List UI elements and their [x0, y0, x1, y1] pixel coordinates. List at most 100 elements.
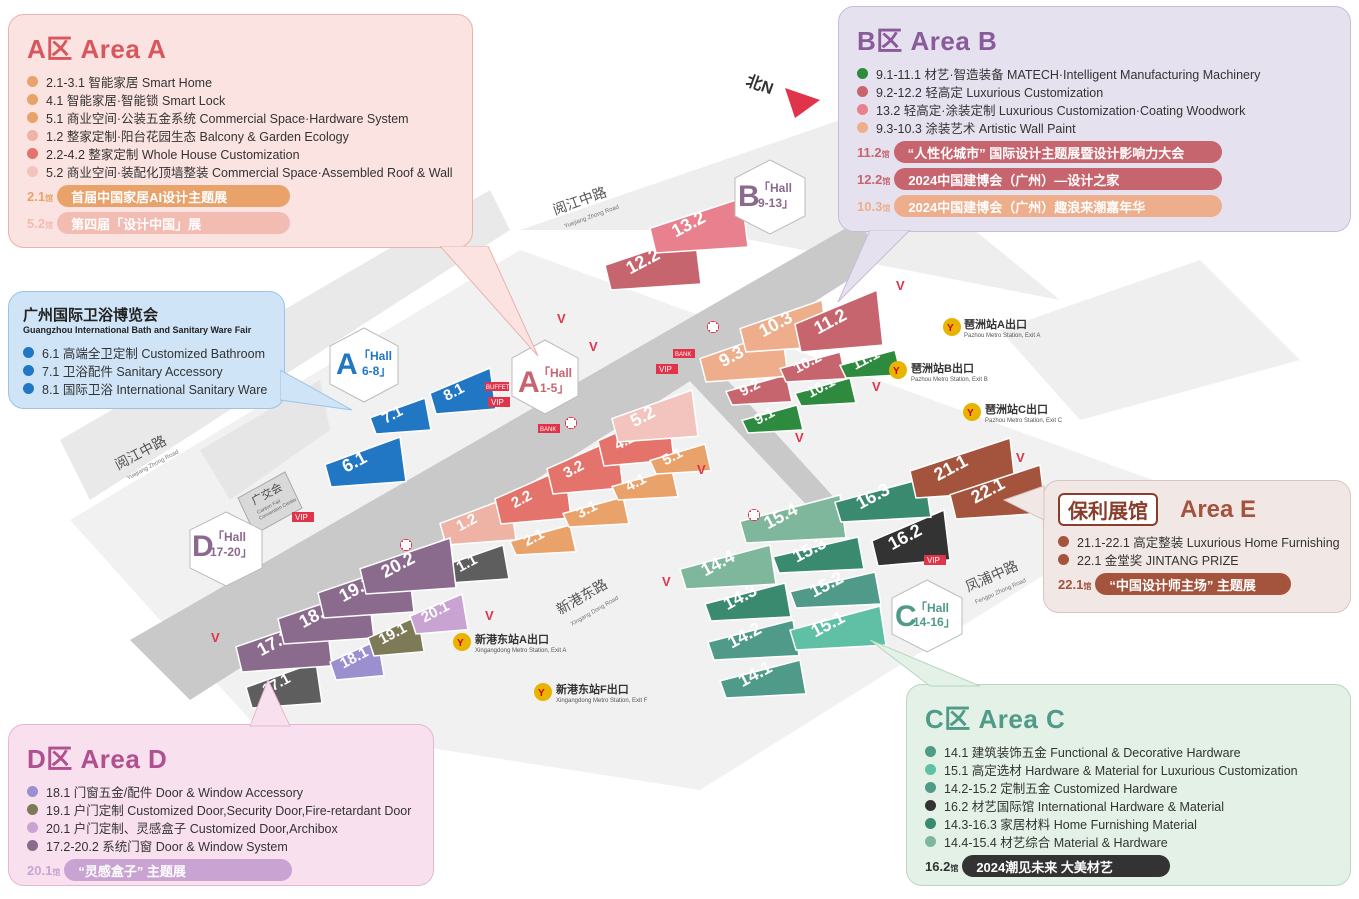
vip-sign-2: VIP [488, 397, 510, 407]
svg-text:14-16」: 14-16」 [913, 615, 956, 629]
legend-text: 14.3-16.3 家居材料 Home Furnishing Material [944, 817, 1197, 832]
highlight-text: “灵感盒子” 主题展 [64, 859, 293, 881]
svg-text:Pazhou Metro Station, Exit C: Pazhou Metro Station, Exit C [985, 418, 1063, 424]
area-c-legend: 14.1 建筑装饰五金 Functional & Decorative Hard… [925, 742, 1332, 850]
area-a-pointer [440, 246, 539, 357]
area-d-legend-item: 20.1 户门定制、灵感盒子 Customized Door,Archibox [27, 818, 415, 836]
vip-sign-4: VIP [924, 555, 946, 565]
area-e-legend-item: 22.1 金堂奖 JINTANG PRIZE [1058, 550, 1336, 568]
area-d-legend-item: 19.1 户门定制 Customized Door,Security Door,… [27, 800, 415, 818]
legend-dot-icon [857, 85, 868, 97]
legend-text: 8.1 国际卫浴 International Sanitary Ware [42, 382, 268, 397]
main-corridor [130, 220, 880, 700]
area-c-legend-item: 16.2 材艺国际馆 International Hardware & Mate… [925, 796, 1332, 814]
hall-4-1[interactable]: 4.1 [610, 469, 679, 501]
area-d-highlight: 20.1馆“灵感盒子” 主题展 [27, 859, 415, 881]
area-a-highlight: 2.1馆首届中国家居AI设计主题展 [27, 185, 454, 207]
hall-8-1[interactable]: 8.1 [429, 366, 497, 415]
svg-text:琶洲站A出口: 琶洲站A出口 [964, 317, 1027, 331]
metro-pazhou-c[interactable]: Y 琶洲站C出口 Pazhou Metro Station, Exit C [963, 402, 1063, 424]
hall-6-1[interactable]: 6.1 [324, 435, 407, 488]
svg-text:6-8」: 6-8」 [362, 364, 391, 378]
area-a-legend-item: 2.2-4.2 整家定制 Whole House Customization [27, 144, 454, 162]
legend-text: 14.4-15.4 材艺综合 Material & Hardware [944, 835, 1168, 850]
convention-center [237, 471, 303, 535]
svg-text:A: A [518, 366, 540, 399]
legend-dot-icon [925, 763, 936, 775]
legend-dot-icon [23, 364, 34, 376]
svg-text:琶洲站C出口: 琶洲站C出口 [985, 402, 1048, 416]
hall-marker-b[interactable]: B 「Hall 9-13」 [734, 159, 806, 235]
highlight-hall-number: 2.1馆 [27, 188, 54, 204]
metro-pazhou-b[interactable]: Y 琶洲站B出口 Pazhou Metro Station, Exit B [889, 361, 988, 383]
v-sign-4: V [896, 278, 905, 293]
svg-text:Xingangdong Metro Station, Exi: Xingangdong Metro Station, Exit F [556, 698, 648, 704]
legend-dot-icon [27, 821, 38, 833]
area-a-legend-item: 5.2 商业空间·装配化顶墙整装 Commercial Space·Assemb… [27, 162, 454, 180]
area-b-legend-item: 9.2-12.2 轻高定 Luxurious Customization [857, 82, 1332, 100]
legend-text: 5.2 商业空间·装配化顶墙整装 Commercial Space·Assemb… [46, 165, 453, 180]
legend-text: 17.2-20.2 系统门窗 Door & Window System [46, 839, 288, 854]
area-d-highlights: 20.1馆“灵感盒子” 主题展 [27, 859, 415, 881]
legend-text: 7.1 卫浴配件 Sanitary Accessory [42, 364, 223, 379]
area-c-legend-item: 14.3-16.3 家居材料 Home Furnishing Material [925, 814, 1332, 832]
bath-fair-panel: 广州国际卫浴博览会 Guangzhou International Bath a… [8, 291, 285, 409]
svg-text:Y: Y [538, 688, 545, 699]
hall-15-4[interactable]: 15.4 [739, 494, 847, 544]
hall-marker-d[interactable]: D 「Hall 17-20」 [189, 511, 263, 587]
svg-text:VIP: VIP [295, 513, 308, 522]
hall-marker-a[interactable]: A 「Hall 1-5」 [511, 339, 579, 415]
hall-9-1[interactable]: 9.1 [740, 404, 804, 434]
hall-20-1[interactable]: 20.1 [409, 592, 469, 635]
legend-text: 4.1 智能家居·智能锁 Smart Lock [46, 93, 226, 108]
area-e-legend-item: 21.1-22.1 高定整装 Luxurious Home Furnishing [1058, 532, 1340, 550]
highlight-text: “中国设计师主场” 主题展 [1095, 573, 1292, 595]
legend-dot-icon [27, 165, 38, 177]
v-sign-7: V [697, 462, 706, 477]
legend-dot-icon [27, 839, 38, 851]
corridor-east [670, 350, 850, 530]
svg-text:Y: Y [947, 323, 954, 334]
svg-text:1-5」: 1-5」 [540, 381, 569, 395]
svg-text:C: C [895, 600, 917, 633]
highlight-hall-number: 10.3馆 [857, 198, 891, 214]
area-a-title: A区 Area A [27, 34, 167, 64]
legend-text: 18.1 门窗五金/配件 Door & Window Accessory [46, 785, 304, 800]
legend-dot-icon [1058, 535, 1069, 547]
hall-marker-c[interactable]: C 「Hall 14-16」 [891, 579, 963, 653]
metro-xingang-a[interactable]: Y 新港东站A出口 Xingangdong Metro Station, Exi… [453, 632, 566, 654]
area-a-legend-item: 4.1 智能家居·智能锁 Smart Lock [27, 90, 454, 108]
hall-10-2[interactable]: 10.2 [778, 348, 847, 383]
legend-text: 6.1 高端全卫定制 Customized Bathroom [42, 346, 265, 361]
area-e-highlights: 22.1馆“中国设计师主场” 主题展 [1058, 573, 1336, 595]
svg-text:「Hall: 「Hall [358, 348, 392, 363]
svg-text:Y: Y [967, 408, 974, 419]
v-sign-6: V [795, 430, 804, 445]
area-e-title: Area E [1180, 495, 1257, 523]
v-sign-2: V [557, 311, 566, 326]
highlight-hall-number: 12.2馆 [857, 171, 891, 187]
area-b-title: B区 Area B [857, 26, 998, 56]
legend-dot-icon [27, 803, 38, 815]
legend-dot-icon [925, 745, 936, 757]
bank-sign-2: BANK [673, 349, 695, 358]
legend-dot-icon [23, 346, 34, 358]
legend-text: 13.2 轻高定·涂装定制 Luxurious Customization·Co… [876, 103, 1246, 118]
area-a-highlight: 5.2馆第四届「设计中国」展 [27, 212, 454, 234]
legend-dot-icon [925, 835, 936, 847]
hall-marker-a68[interactable]: A 「Hall 6-8」 [329, 327, 399, 403]
highlight-text: 2024中国建博会（广州）—设计之家 [894, 168, 1223, 190]
svg-text:「Hall: 「Hall [538, 365, 572, 380]
legend-text: 15.1 高定选材 Hardware & Material for Luxuri… [944, 763, 1298, 778]
hall-16-2[interactable]: 16.2 [871, 508, 951, 567]
metro-xingang-f[interactable]: Y 新港东站F出口 Xingangdong Metro Station, Exi… [534, 682, 648, 704]
hall-13-2[interactable]: 13.2 [649, 197, 749, 254]
bath-legend-item: 8.1 国际卫浴 International Sanitary Ware [23, 379, 270, 397]
area-c-legend-item: 14.2-15.2 定制五金 Customized Hardware [925, 778, 1332, 796]
metro-pazhou-a[interactable]: Y 琶洲站A出口 Pazhou Metro Station, Exit A [943, 317, 1040, 339]
north-label: 北N [744, 72, 776, 98]
